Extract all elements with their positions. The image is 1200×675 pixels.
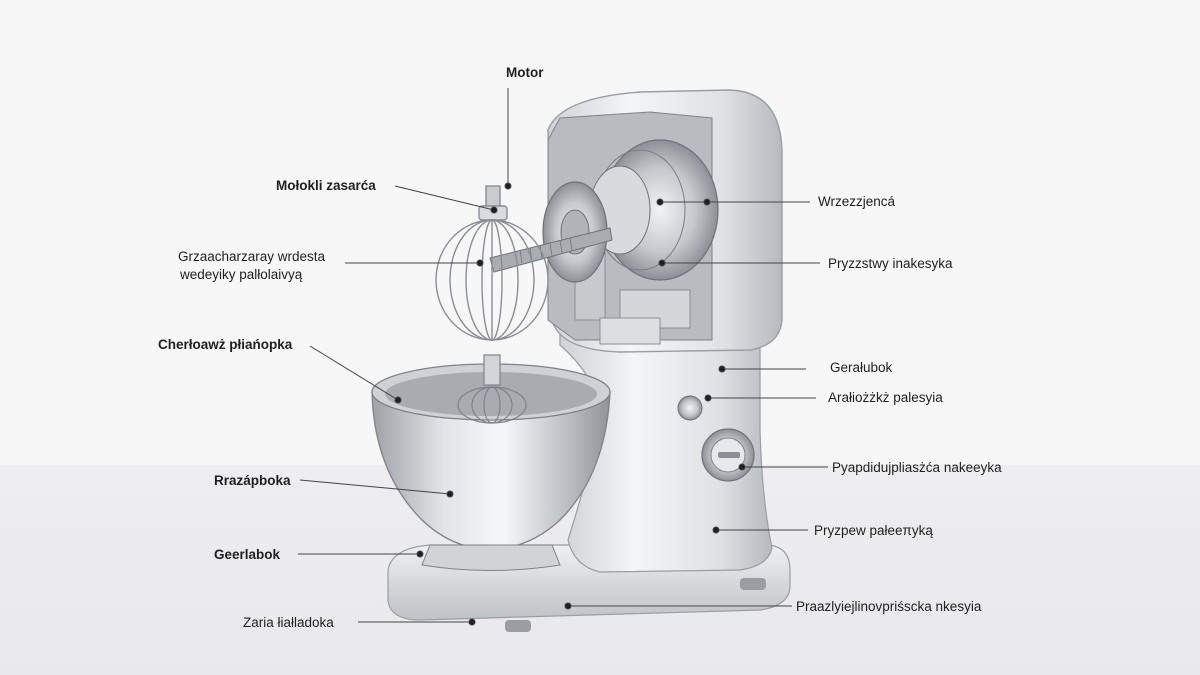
label-shaft-line2: wedeyiky palłolaivyą bbox=[180, 267, 303, 282]
label-dial-right: Pyapdidujpliasżća nakeeyka bbox=[832, 460, 1002, 475]
label-base-right: Praazlyiejlinovpriśscka nkesyia bbox=[796, 599, 982, 614]
label-bowl-body: Rrazápboka bbox=[214, 473, 291, 488]
speed-dial bbox=[701, 428, 755, 482]
label-column-right: Gerałubok bbox=[830, 360, 893, 375]
label-button-right: Arałiożżkż palesyia bbox=[828, 390, 943, 405]
label-body-right: Pryzpew pałeeπyką bbox=[814, 523, 933, 538]
release-button bbox=[677, 395, 703, 421]
leader-lines bbox=[298, 88, 828, 626]
label-bowl-base: Geerlabok bbox=[214, 547, 281, 562]
label-whisk-top: Mołokli zasarća bbox=[276, 178, 376, 193]
motor-assembly bbox=[489, 139, 719, 283]
label-motor: Motor bbox=[506, 65, 544, 80]
label-shaft-line1: Grzaacharzaray wrdesta bbox=[178, 249, 326, 264]
label-motor-right: Wrzezzjencá bbox=[818, 194, 896, 209]
mixing-bowl bbox=[371, 354, 611, 571]
label-bowl-rim: Cherłoawż płiańopka bbox=[158, 337, 293, 352]
whisk-attachment bbox=[435, 185, 549, 341]
label-base-foot: Zaria łiałladoka bbox=[243, 615, 334, 630]
label-gear-right: Pryzzstwy inakesyka bbox=[828, 256, 953, 271]
